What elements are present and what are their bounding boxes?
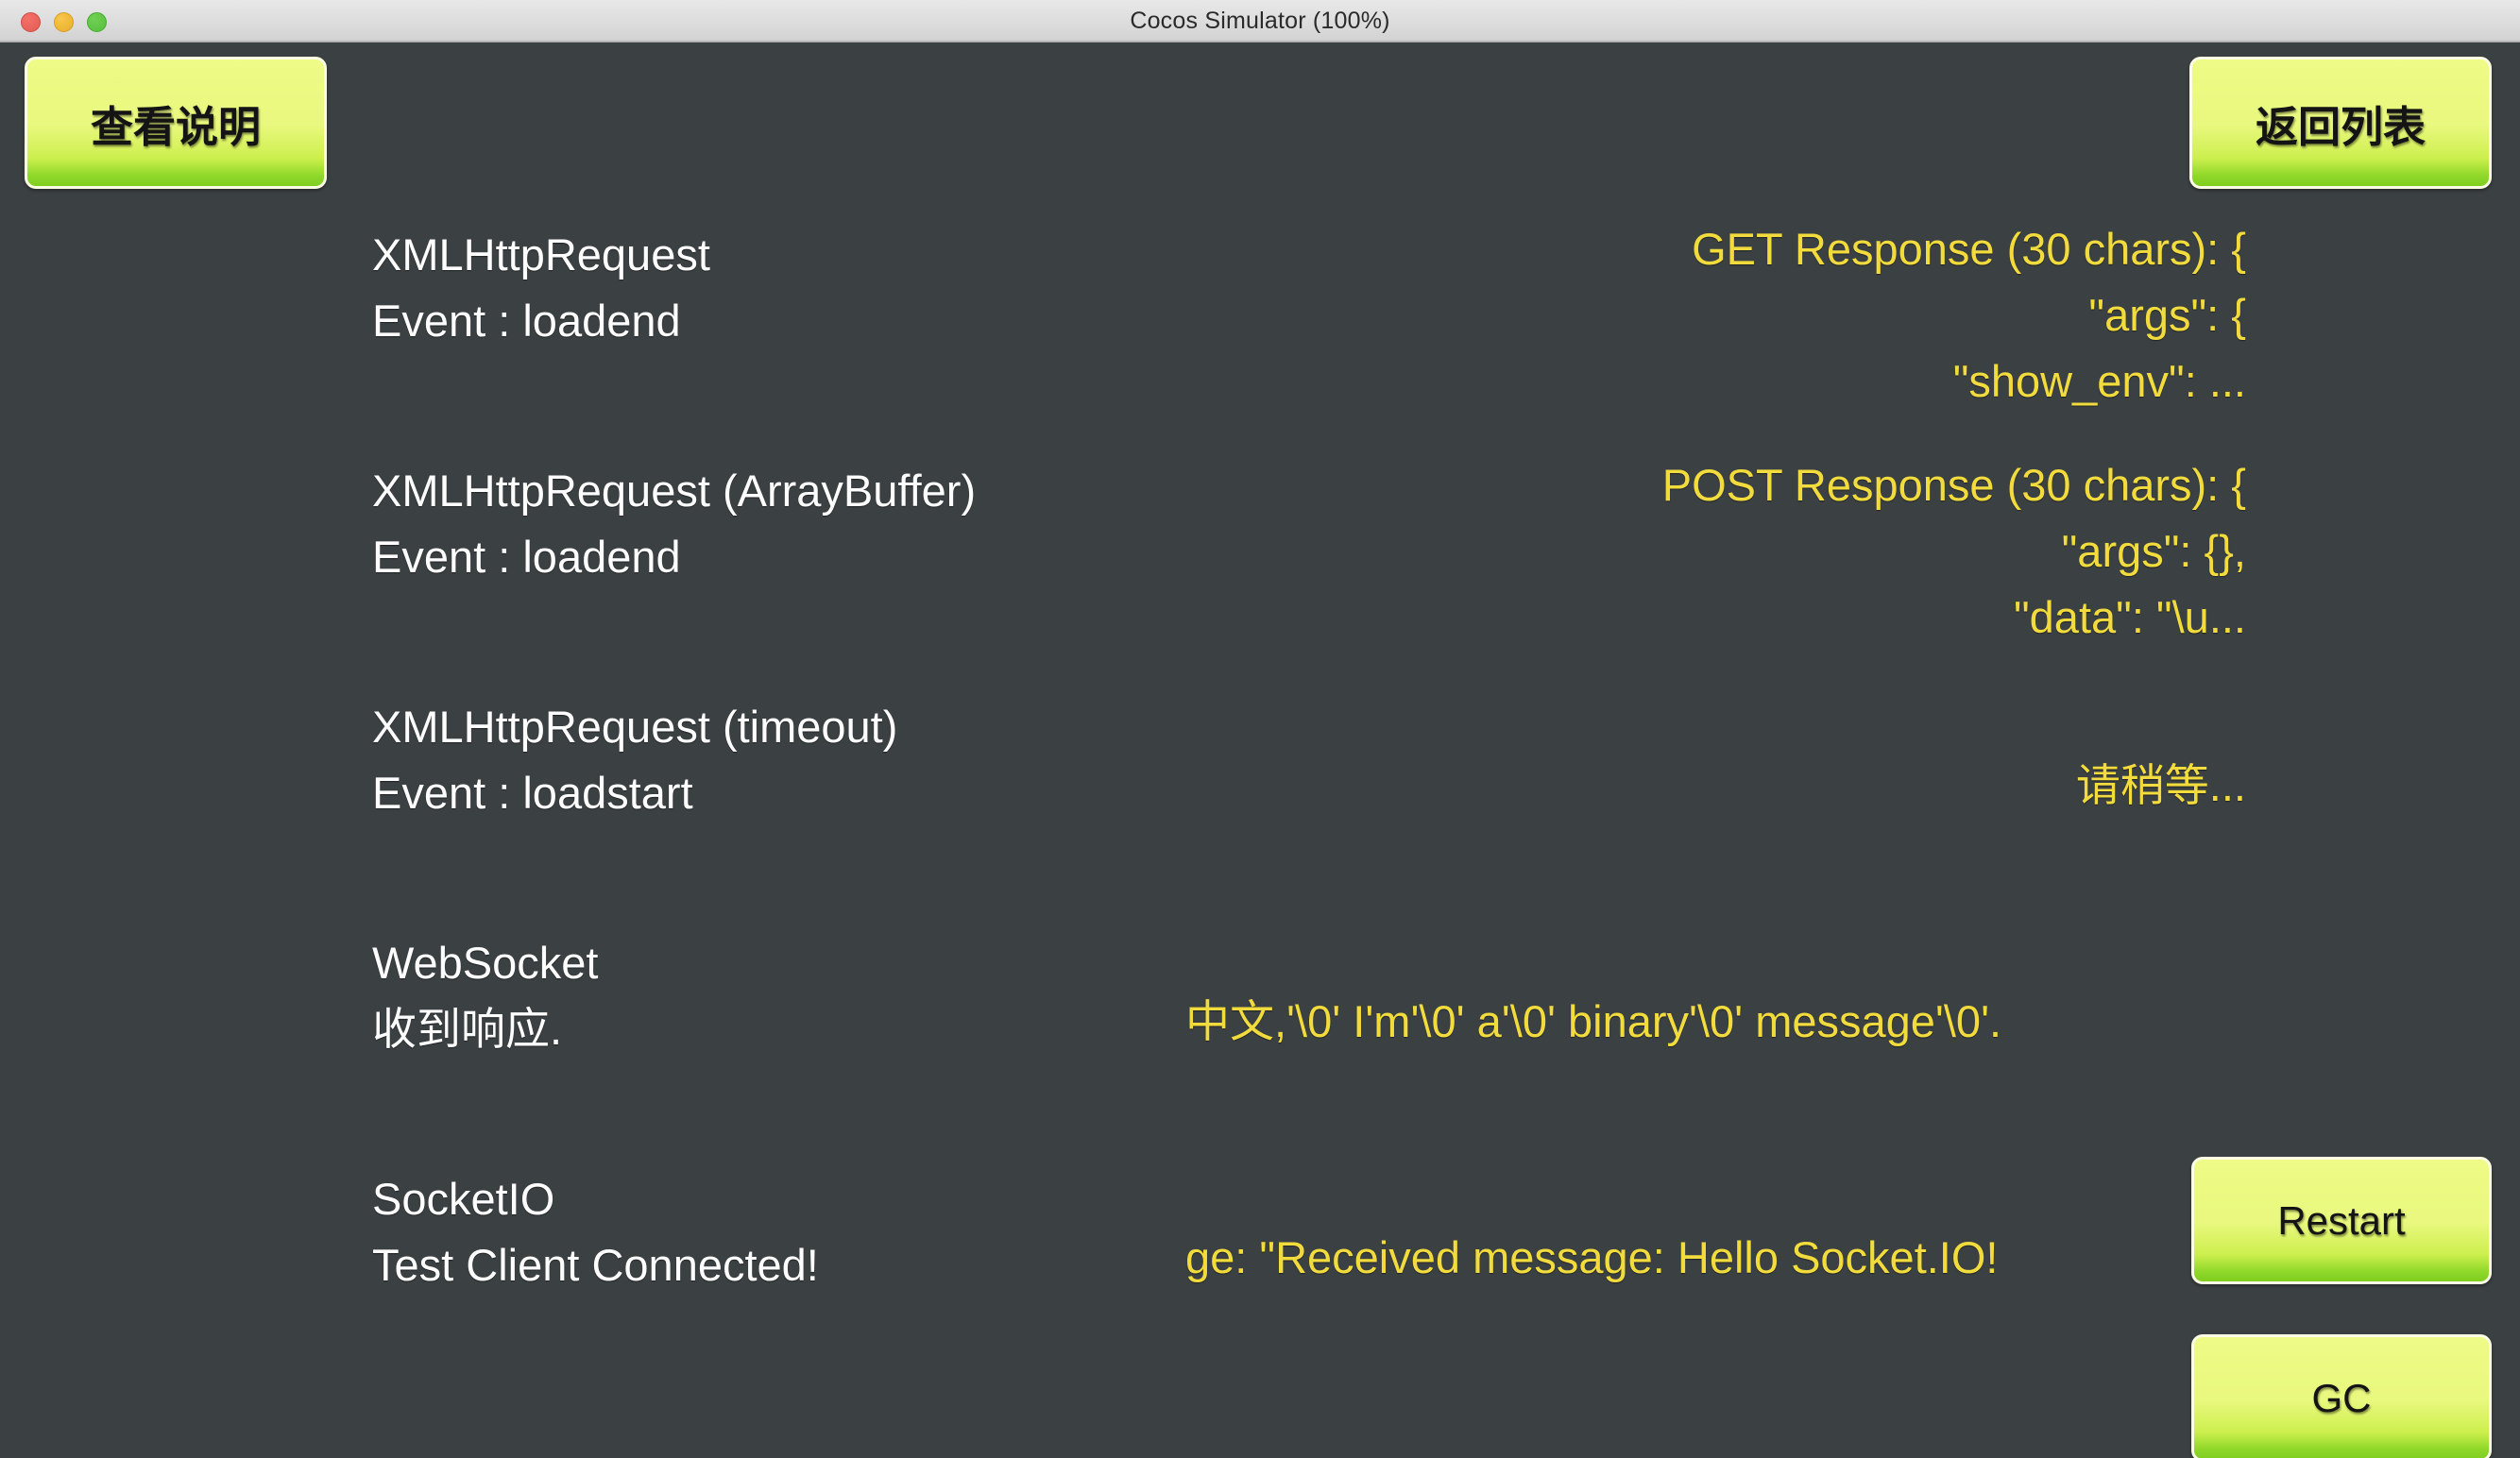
- test-result: 中文,'\0' I'm'\0' a'\0' binary'\0' message…: [1185, 996, 2002, 1046]
- test-label: WebSocket 收到响应.: [372, 938, 599, 1054]
- restart-button[interactable]: Restart: [2191, 1157, 2492, 1284]
- test-label: XMLHttpRequest (timeout) Event : loadsta…: [372, 702, 898, 818]
- gc-button-label: GC: [2311, 1375, 2372, 1420]
- back-to-list-button[interactable]: 返回列表: [2189, 57, 2492, 189]
- view-description-button[interactable]: 查看说明: [25, 57, 327, 189]
- test-result: ge: "Received message: Hello Socket.IO!: [1185, 1232, 1999, 1282]
- maximize-icon[interactable]: [87, 12, 107, 32]
- test-result: POST Response (30 chars): { "args": {}, …: [1661, 460, 2246, 642]
- view-description-button-label: 查看说明: [90, 102, 261, 151]
- back-to-list-button-label: 返回列表: [2255, 102, 2426, 151]
- restart-button-label: Restart: [2277, 1197, 2406, 1243]
- test-result: GET Response (30 chars): { "args": { "sh…: [1692, 224, 2246, 406]
- window-title: Cocos Simulator (100%): [1130, 8, 1390, 34]
- close-icon[interactable]: [21, 12, 41, 32]
- window-controls: [21, 12, 107, 32]
- window-titlebar: Cocos Simulator (100%): [0, 0, 2520, 42]
- gc-button[interactable]: GC: [2191, 1334, 2492, 1458]
- app-canvas: 查看说明 返回列表 XMLHttpRequest Event : loadend…: [0, 42, 2520, 1458]
- minimize-icon[interactable]: [54, 12, 74, 32]
- test-label: XMLHttpRequest (ArrayBuffer) Event : loa…: [372, 466, 977, 582]
- test-label: SocketIO Test Client Connected!: [372, 1174, 819, 1290]
- test-result: 请稍等...: [2075, 760, 2246, 810]
- test-label: XMLHttpRequest Event : loadend: [372, 229, 710, 346]
